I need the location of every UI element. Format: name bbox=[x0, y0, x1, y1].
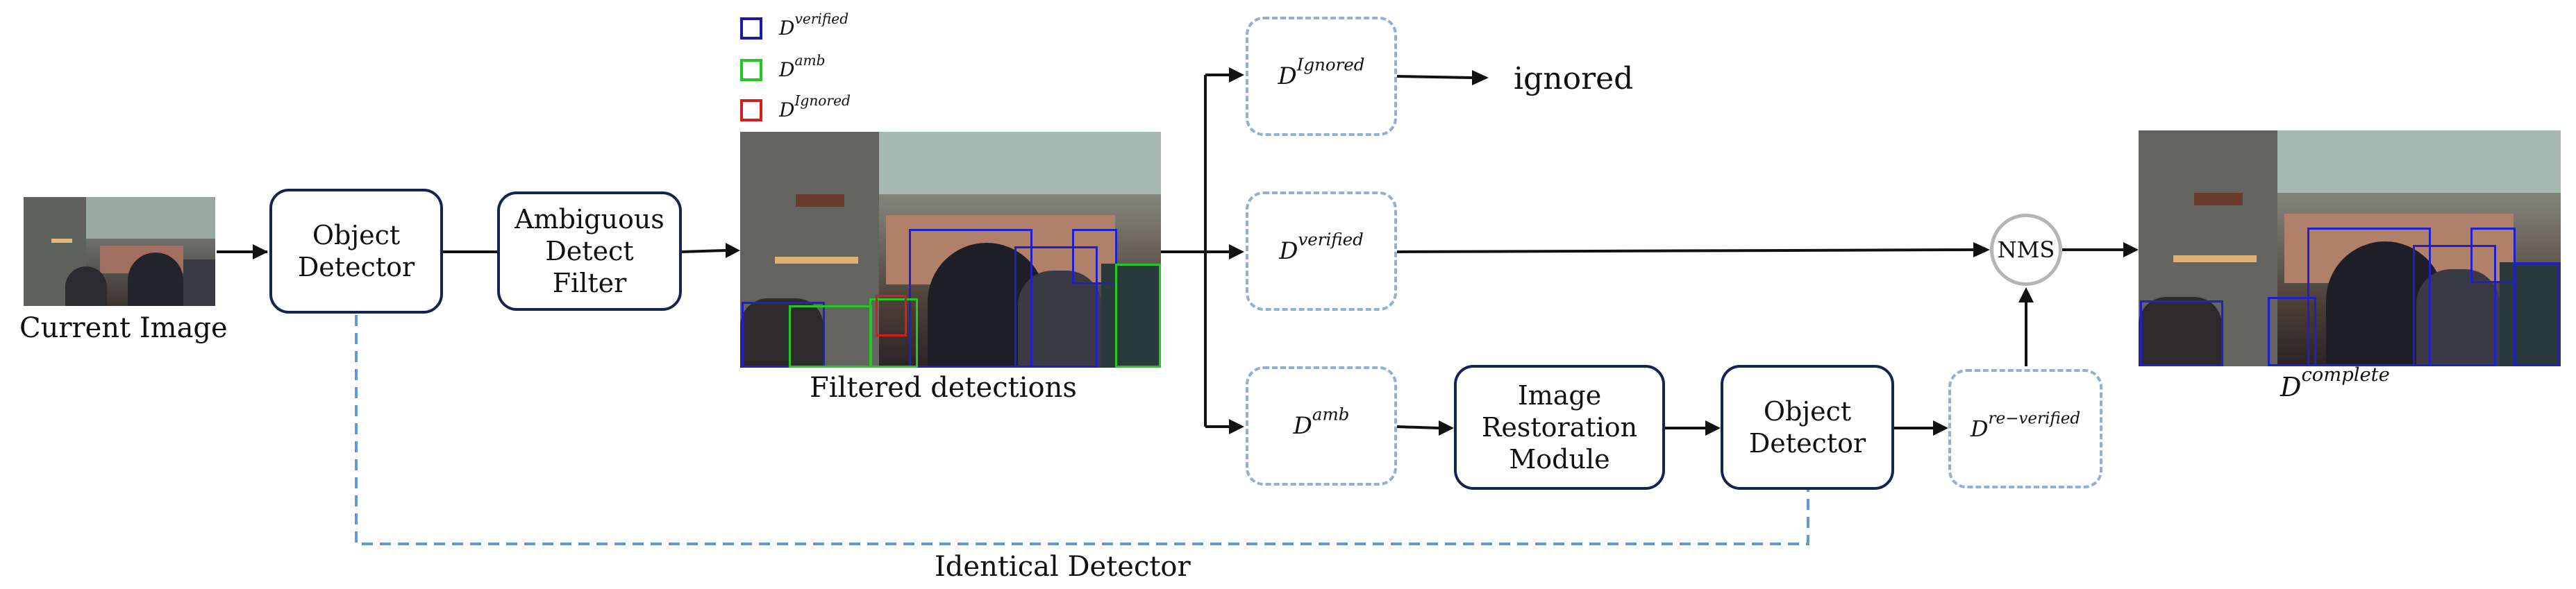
legend-swatch-ignored bbox=[740, 99, 762, 121]
detection-complete bbox=[2470, 228, 2516, 283]
arrowhead-detector-to-reverified bbox=[1933, 420, 1948, 436]
arrowhead-to-verified bbox=[1229, 244, 1244, 259]
detection-ignored bbox=[876, 295, 907, 336]
detection-verified bbox=[1014, 246, 1098, 368]
object-detector-line-2: Detector bbox=[297, 252, 415, 282]
legend-swatch-amb bbox=[740, 58, 762, 81]
d-complete-caption: Dcomplete bbox=[2280, 364, 2390, 402]
filter-line-1: Ambiguous bbox=[515, 204, 664, 234]
nms-node: NMS bbox=[1990, 214, 2062, 286]
identical-detector-label: Identical Detector bbox=[935, 551, 1191, 583]
arrowhead-verified-to-nms bbox=[1973, 242, 1990, 257]
legend-verified: Dverified bbox=[740, 10, 849, 40]
filtered-detections-caption: Filtered detections bbox=[810, 372, 1077, 404]
current-image bbox=[24, 197, 215, 306]
object-detector-2-line-2: Detector bbox=[1748, 428, 1866, 459]
detection-verified bbox=[742, 302, 825, 368]
filtered-detections-image bbox=[740, 132, 1161, 368]
detection-complete bbox=[2140, 300, 2223, 366]
arrowhead-reverified-to-nms bbox=[2018, 287, 2034, 302]
legend-label-verified: Dverified bbox=[779, 10, 849, 40]
arrowhead-restoration-to-detector bbox=[1705, 420, 1721, 436]
arrow-ignored-out bbox=[1396, 75, 1473, 79]
filter-line-3: Filter bbox=[552, 268, 627, 298]
detection-amb bbox=[789, 305, 872, 368]
complete-detections-image bbox=[2139, 130, 2561, 366]
legend-swatch-verified bbox=[740, 17, 762, 40]
arrowhead-to-amb bbox=[1229, 419, 1244, 434]
arrowhead-amb-to-restoration bbox=[1439, 420, 1454, 436]
object-detector-2-line-1: Object bbox=[1763, 396, 1852, 427]
arrow-amb-to-restoration bbox=[1396, 425, 1439, 429]
filter-line-2: Detect bbox=[545, 236, 634, 266]
object-detector-line-1: Object bbox=[312, 220, 401, 250]
arrow-filter-to-filtered bbox=[681, 249, 726, 253]
ignored-label: ignored bbox=[1514, 61, 1634, 96]
restoration-line-1: Image bbox=[1517, 380, 1602, 411]
arrowhead-to-ignored bbox=[1229, 67, 1244, 83]
restoration-line-3: Module bbox=[1509, 444, 1610, 475]
restoration-line-2: Restoration bbox=[1481, 412, 1638, 443]
detection-complete bbox=[2514, 262, 2559, 366]
arrowhead-ignored-out bbox=[1472, 70, 1489, 85]
d-verified-box: Dverified bbox=[1246, 191, 1397, 311]
identical-detector-link bbox=[355, 315, 1809, 545]
arrow-verified-to-nms bbox=[1396, 248, 1974, 253]
d-amb-box: Damb bbox=[1246, 366, 1397, 486]
arrowhead-filter-to-filtered bbox=[726, 243, 740, 258]
legend-ignored: DIgnored bbox=[740, 92, 851, 121]
d-reverified-box: Dre−verified bbox=[1948, 369, 2102, 488]
detection-complete bbox=[2413, 245, 2496, 366]
current-image-caption: Current Image bbox=[19, 312, 228, 344]
d-ignored-box: DIgnored bbox=[1246, 17, 1397, 136]
arrowhead-image-to-detector bbox=[253, 244, 268, 259]
legend-label-ignored: DIgnored bbox=[779, 92, 851, 121]
legend-amb: Damb bbox=[740, 51, 826, 81]
detection-amb bbox=[1115, 264, 1161, 368]
detection-verified bbox=[1072, 229, 1117, 284]
arrowhead-nms-to-complete bbox=[2123, 242, 2139, 257]
legend-label-amb: Damb bbox=[779, 51, 826, 81]
detection-complete bbox=[2268, 297, 2316, 366]
